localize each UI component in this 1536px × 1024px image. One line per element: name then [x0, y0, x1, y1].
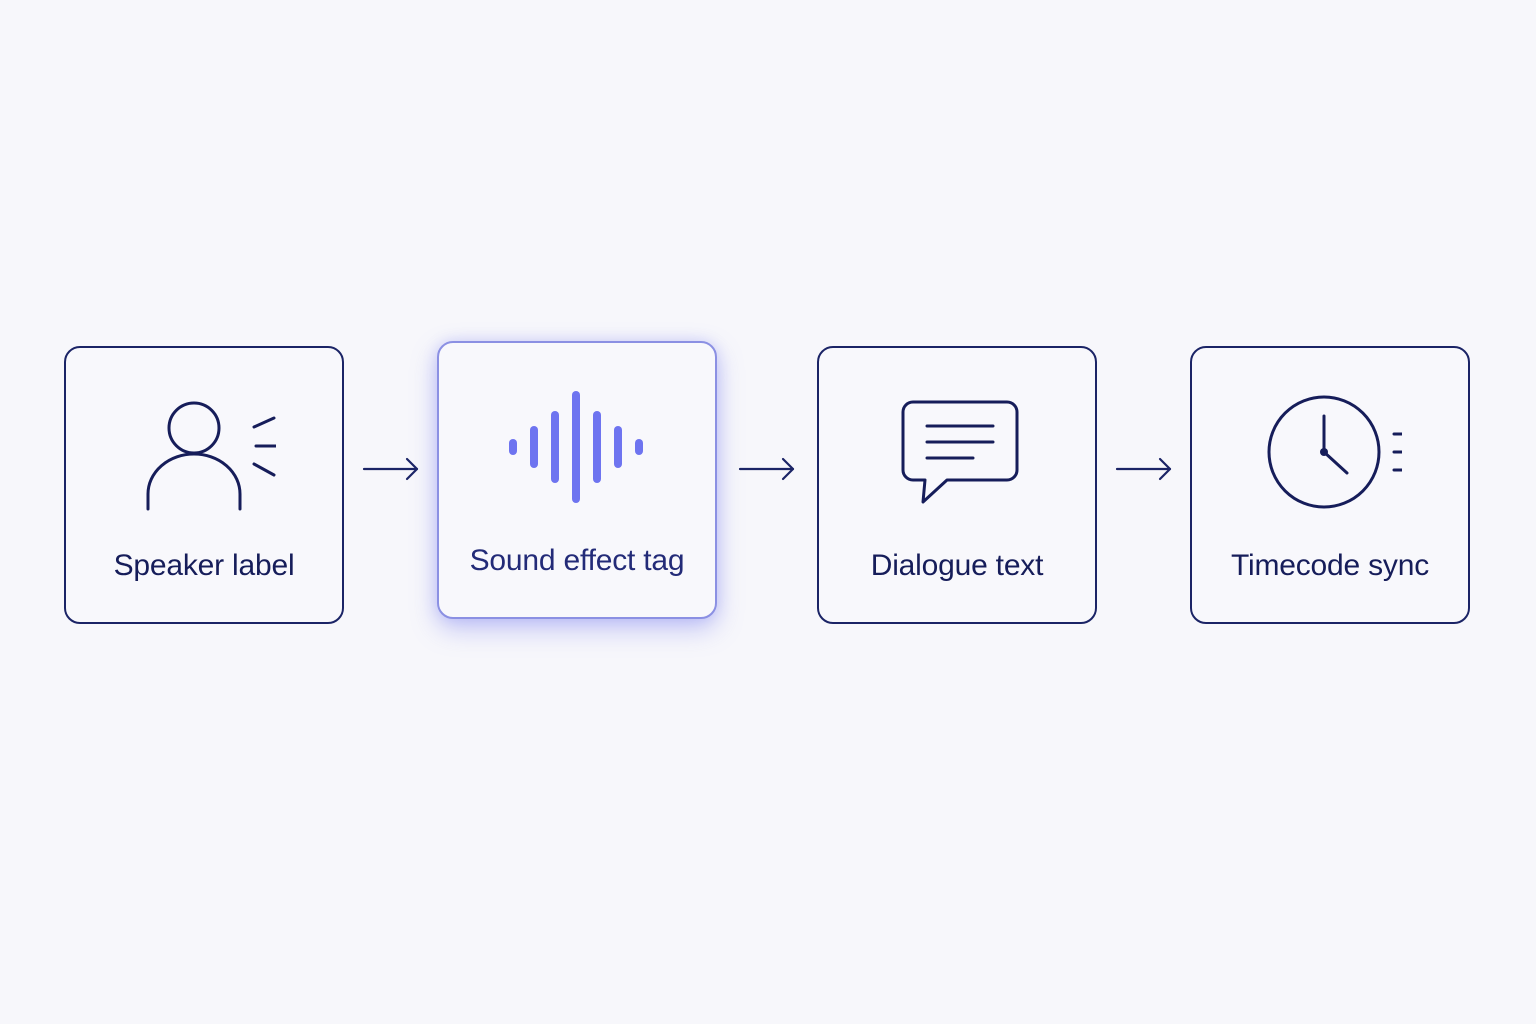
speaker-person-icon — [146, 401, 276, 511]
step-card-dialogue-text[interactable]: Dialogue text — [817, 346, 1097, 624]
step-label: Dialogue text — [870, 549, 1044, 582]
step-label: Timecode sync — [1230, 549, 1430, 582]
sound-waveform-icon — [509, 391, 643, 503]
clock-icon — [1267, 395, 1402, 509]
step-label: Speaker label — [113, 549, 295, 582]
arrow-right-icon — [1115, 457, 1172, 481]
step-card-timecode-sync[interactable]: Timecode sync — [1190, 346, 1470, 624]
step-card-sound-effect-tag[interactable]: Sound effect tag — [437, 341, 717, 619]
arrow-right-icon — [738, 457, 795, 481]
step-card-speaker-label[interactable]: Speaker label — [64, 346, 344, 624]
arrow-right-icon — [362, 457, 419, 481]
step-label: Sound effect tag — [469, 544, 685, 577]
speech-bubble-icon — [901, 400, 1019, 504]
